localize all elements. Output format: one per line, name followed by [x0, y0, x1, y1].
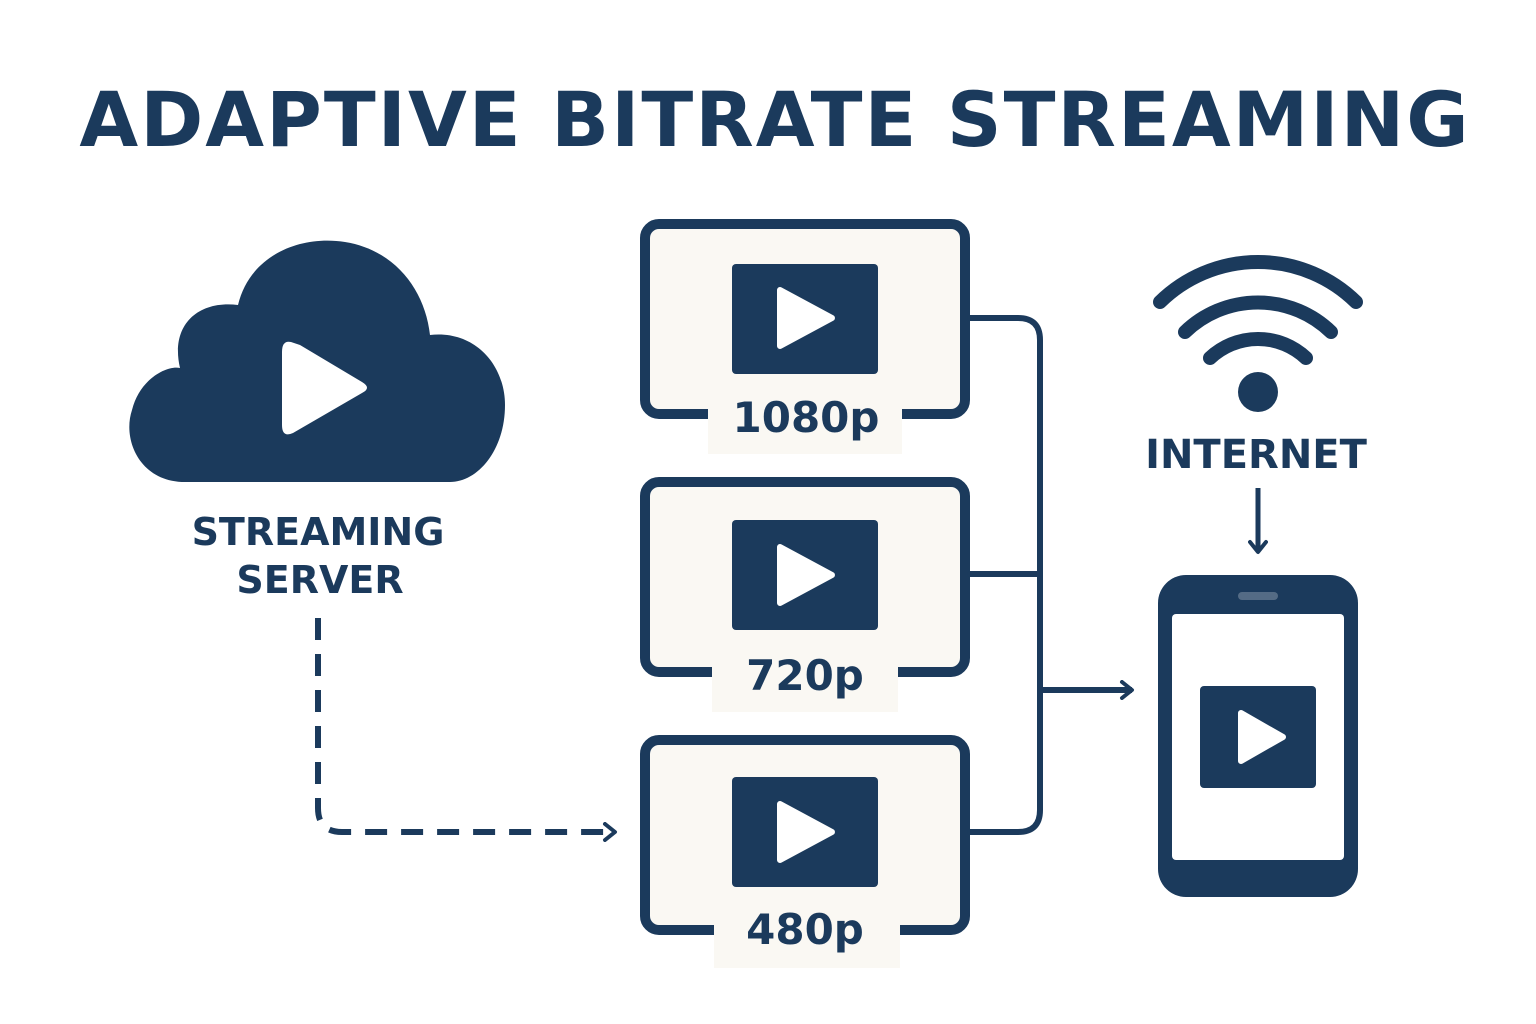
streaming-server: STREAMING SERVER — [129, 240, 505, 602]
rendition-label: 720p — [746, 651, 864, 700]
rendition-label: 480p — [746, 905, 864, 954]
rendition-label: 1080p — [733, 393, 880, 442]
play-icon — [1200, 686, 1316, 788]
client-device — [1158, 575, 1358, 897]
renditions-bus — [967, 315, 1043, 835]
server-to-renditions-arrow — [315, 618, 617, 842]
internet-label: INTERNET — [1145, 432, 1368, 478]
server-label-line2: SERVER — [236, 558, 403, 602]
play-icon — [732, 264, 878, 374]
cloud-play-icon — [129, 240, 505, 482]
play-icon — [732, 520, 878, 630]
rendition-1080p: 1080p — [640, 219, 970, 454]
rendition-720p: 720p — [640, 477, 970, 712]
server-label-line1: STREAMING — [192, 510, 445, 554]
wifi-dot — [1238, 372, 1278, 412]
internet: INTERNET — [1145, 255, 1368, 554]
rendition-480p: 480p — [640, 735, 970, 968]
wifi-icon — [1153, 255, 1363, 365]
diagram-title: ADAPTIVE BITRATE STREAMING — [79, 75, 1470, 164]
play-icon — [732, 777, 878, 887]
